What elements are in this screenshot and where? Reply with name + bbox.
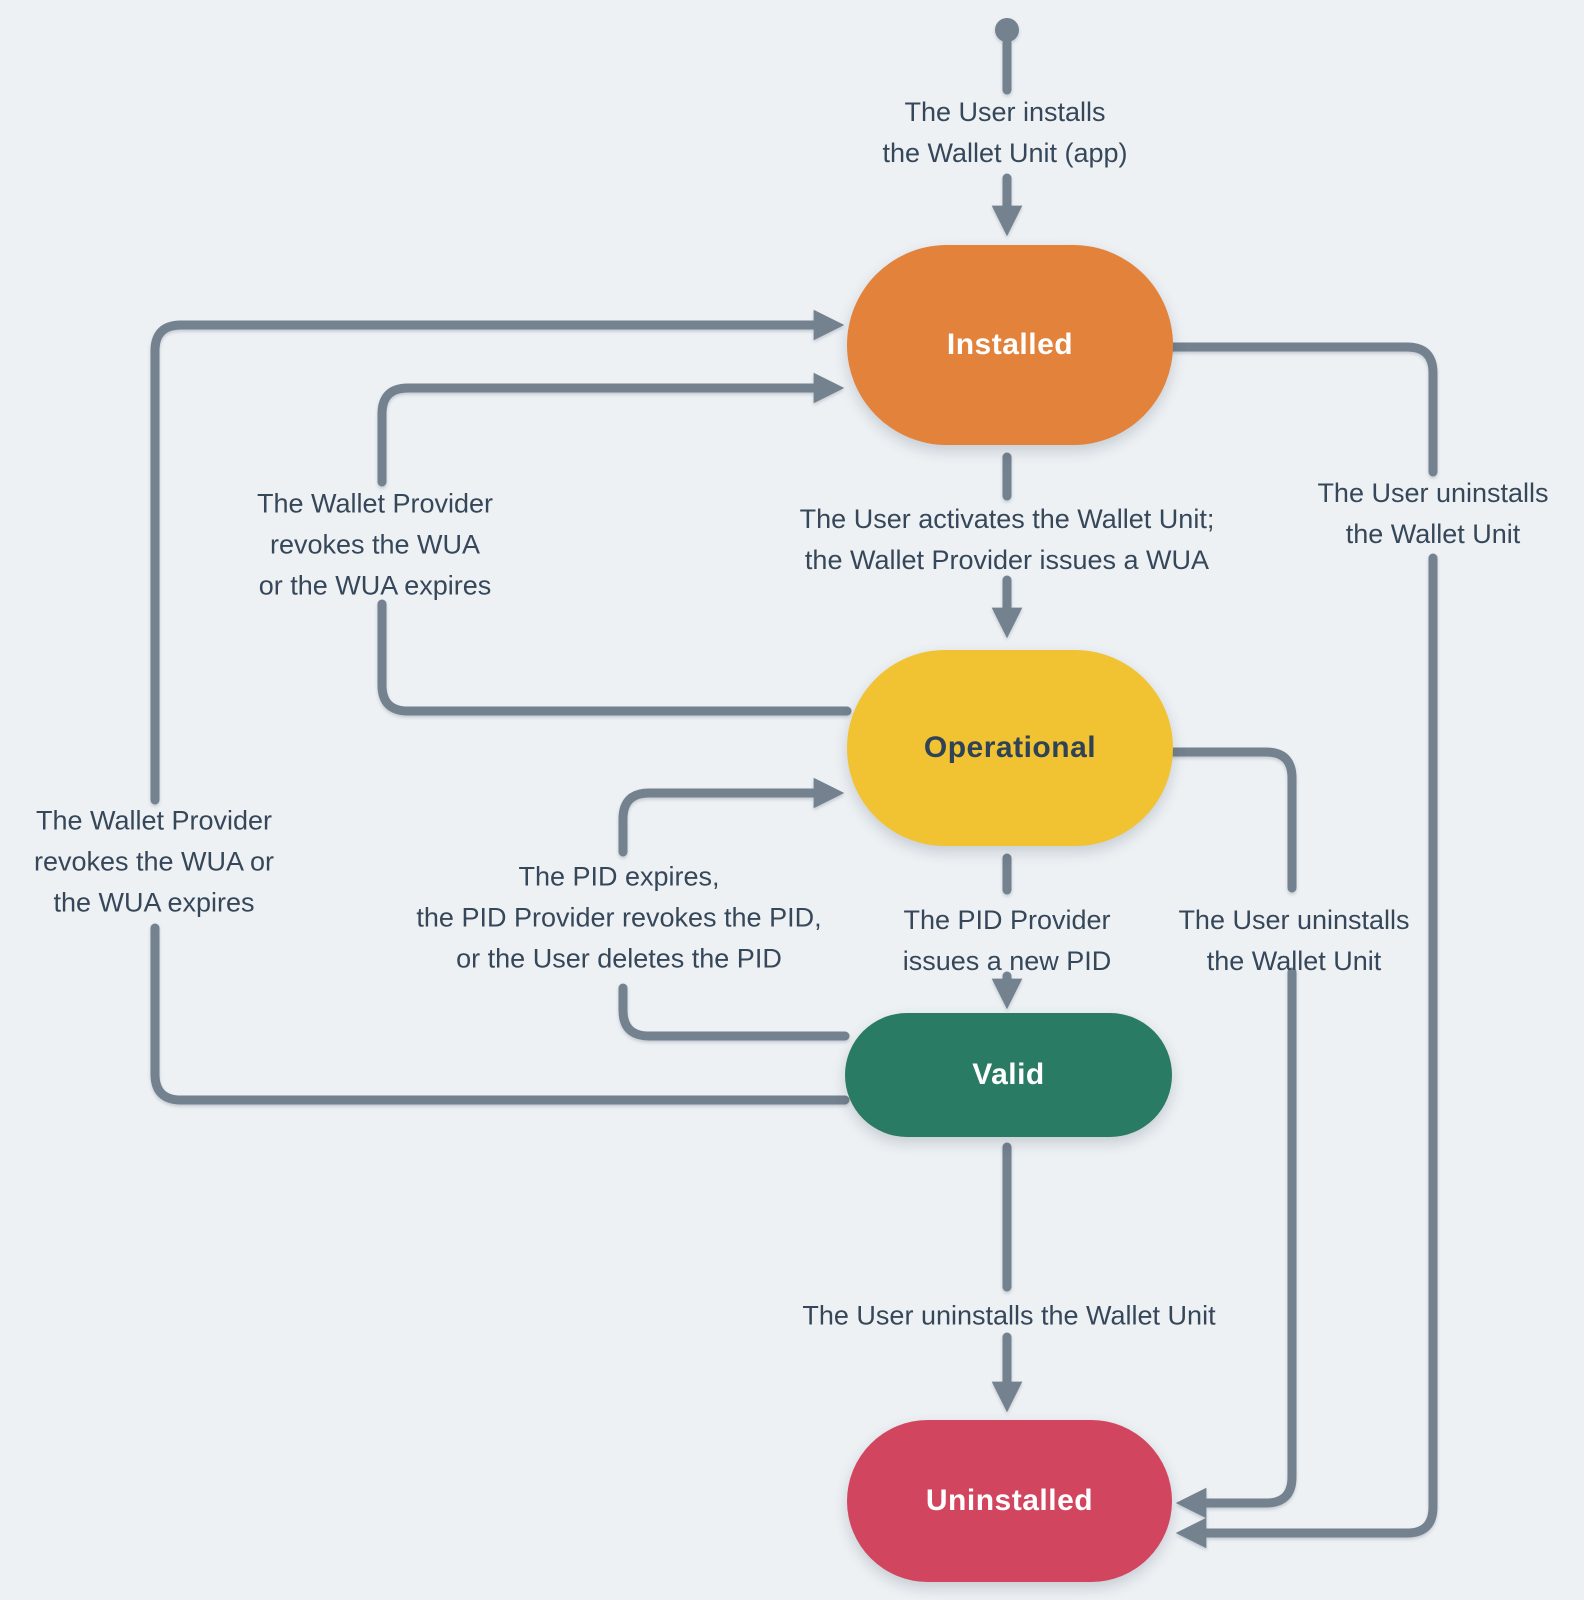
label-user-installs: The User installs the Wallet Unit (app) — [882, 97, 1128, 168]
edge-operational-to-installed-b — [377, 372, 845, 487]
label-wua-revoked-from-operational: The Wallet Provider revokes the WUA or t… — [256, 488, 494, 601]
label-pid-issued: The PID Provider issues a new PID — [902, 905, 1112, 976]
state-node-installed: Installed — [847, 245, 1173, 445]
label-uninstall-from-operational: The User uninstalls the Wallet Unit — [1178, 905, 1410, 976]
label-user-activates: The User activates the Wallet Unit; the … — [799, 504, 1215, 575]
edge-valid-to-operational-b — [618, 777, 845, 857]
edge-operational-to-uninstalled-a — [1168, 747, 1297, 893]
state-node-uninstalled: Uninstalled — [847, 1420, 1172, 1582]
label-uninstall-from-valid: The User uninstalls the Wallet Unit — [802, 1300, 1216, 1331]
label-pid-expires: The PID expires, the PID Provider revoke… — [416, 861, 822, 974]
initial-state-dot — [995, 18, 1019, 42]
label-wua-revoked-from-valid: The Wallet Provider revokes the WUA or t… — [33, 805, 275, 918]
edge-operational-to-uninstalled-b — [1175, 967, 1297, 1519]
state-node-operational: Operational — [847, 650, 1173, 846]
edge-valid-to-operational-a — [618, 983, 850, 1041]
edge-valid-to-installed-b — [150, 309, 845, 805]
state-node-valid: Valid — [845, 1013, 1172, 1137]
edge-operational-to-installed-a — [377, 599, 852, 716]
edge-installed-to-uninstalled-a — [1168, 342, 1438, 477]
edge-installed-to-uninstalled-b — [1175, 553, 1438, 1549]
edge-valid-to-installed-a — [150, 923, 850, 1105]
label-uninstall-from-installed: The User uninstalls the Wallet Unit — [1317, 478, 1549, 549]
